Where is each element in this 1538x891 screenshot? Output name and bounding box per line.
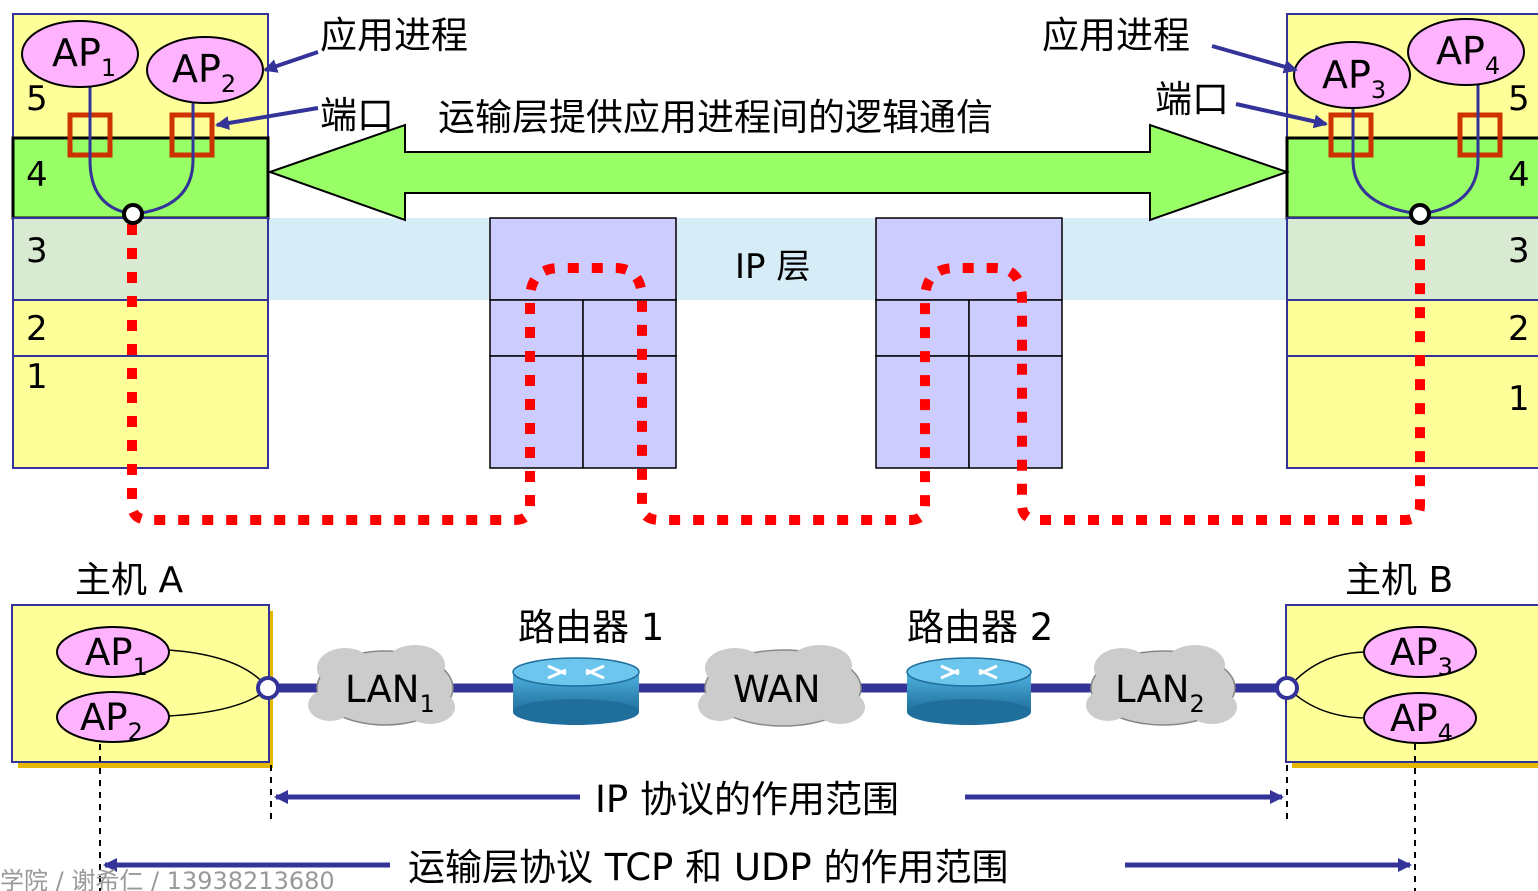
lan2-cloud (1086, 645, 1237, 726)
port-label-left: 端口 (320, 94, 394, 137)
ap1-oval-bottom (56, 626, 170, 678)
sap-circle (1275, 676, 1299, 700)
sap-circle (122, 203, 144, 225)
port-icon (1328, 112, 1374, 158)
layer-3-left: 3 (26, 231, 48, 271)
router-2-label: 路由器 2 (907, 606, 1053, 649)
ap4-oval-bottom (1363, 692, 1477, 744)
host-a-label: 主机 A (75, 560, 183, 601)
ap2-oval (146, 36, 264, 104)
layer-4-right: 4 (1508, 155, 1530, 195)
ip-layer-band (268, 218, 1288, 300)
router-1-stack (489, 217, 677, 469)
data-path-dotted (127, 224, 1425, 525)
ap4-oval (1407, 18, 1525, 86)
lan1-label: LAN1 (345, 668, 435, 718)
watermark: 学院 / 谢希仁 / 13938213680 (0, 867, 335, 891)
ap3-label: AP3 (1322, 53, 1386, 104)
transport-scope-label: 运输层协议 TCP 和 UDP 的作用范围 (408, 846, 1009, 889)
ap1-label-bottom: AP1 (85, 631, 148, 681)
router-2-icon (906, 657, 1032, 725)
layer-5-left: 5 (26, 79, 48, 119)
ap4-label: AP4 (1436, 29, 1500, 80)
ap3-oval-bottom (1363, 626, 1477, 678)
ip-layer-label: IP 层 (735, 247, 810, 287)
ip-scope-label: IP 协议的作用范围 (595, 778, 899, 821)
app-process-label-right: 应用进程 (1042, 14, 1190, 57)
layer-2-left: 2 (26, 309, 48, 349)
logical-communication-arrow (266, 123, 1291, 222)
ap2-label: AP2 (172, 47, 236, 98)
router-1-label: 路由器 1 (518, 606, 664, 649)
layer-1-right: 1 (1508, 379, 1530, 419)
sap-circle (1409, 203, 1431, 225)
ap3-label-bottom: AP3 (1390, 631, 1453, 681)
logical-communication-label: 运输层提供应用进程间的逻辑通信 (438, 96, 993, 139)
wan-cloud (698, 645, 865, 727)
sap-circle (256, 676, 280, 700)
router-1-icon (512, 657, 640, 725)
port-icon (1457, 112, 1503, 158)
lan2-label: LAN2 (1115, 668, 1205, 718)
ap2-label-bottom: AP2 (80, 696, 143, 746)
layer-3-right: 3 (1508, 231, 1530, 271)
layer-2-right: 2 (1508, 309, 1530, 349)
lan1-cloud (308, 645, 455, 726)
router-2-stack (875, 217, 1063, 469)
layer-5-right: 5 (1508, 79, 1530, 119)
app-process-label-left: 应用进程 (320, 14, 468, 57)
ap3-oval (1293, 41, 1411, 109)
ap2-oval-bottom (56, 691, 170, 743)
ap4-label-bottom: AP4 (1390, 697, 1453, 747)
ap1-label: AP1 (52, 31, 116, 82)
wan-label: WAN (733, 668, 821, 711)
host-b-label: 主机 B (1345, 560, 1453, 601)
layer-1-left: 1 (26, 357, 48, 397)
ap1-oval (21, 20, 139, 88)
layer-4-left: 4 (26, 155, 48, 195)
port-label-right: 端口 (1155, 78, 1229, 121)
